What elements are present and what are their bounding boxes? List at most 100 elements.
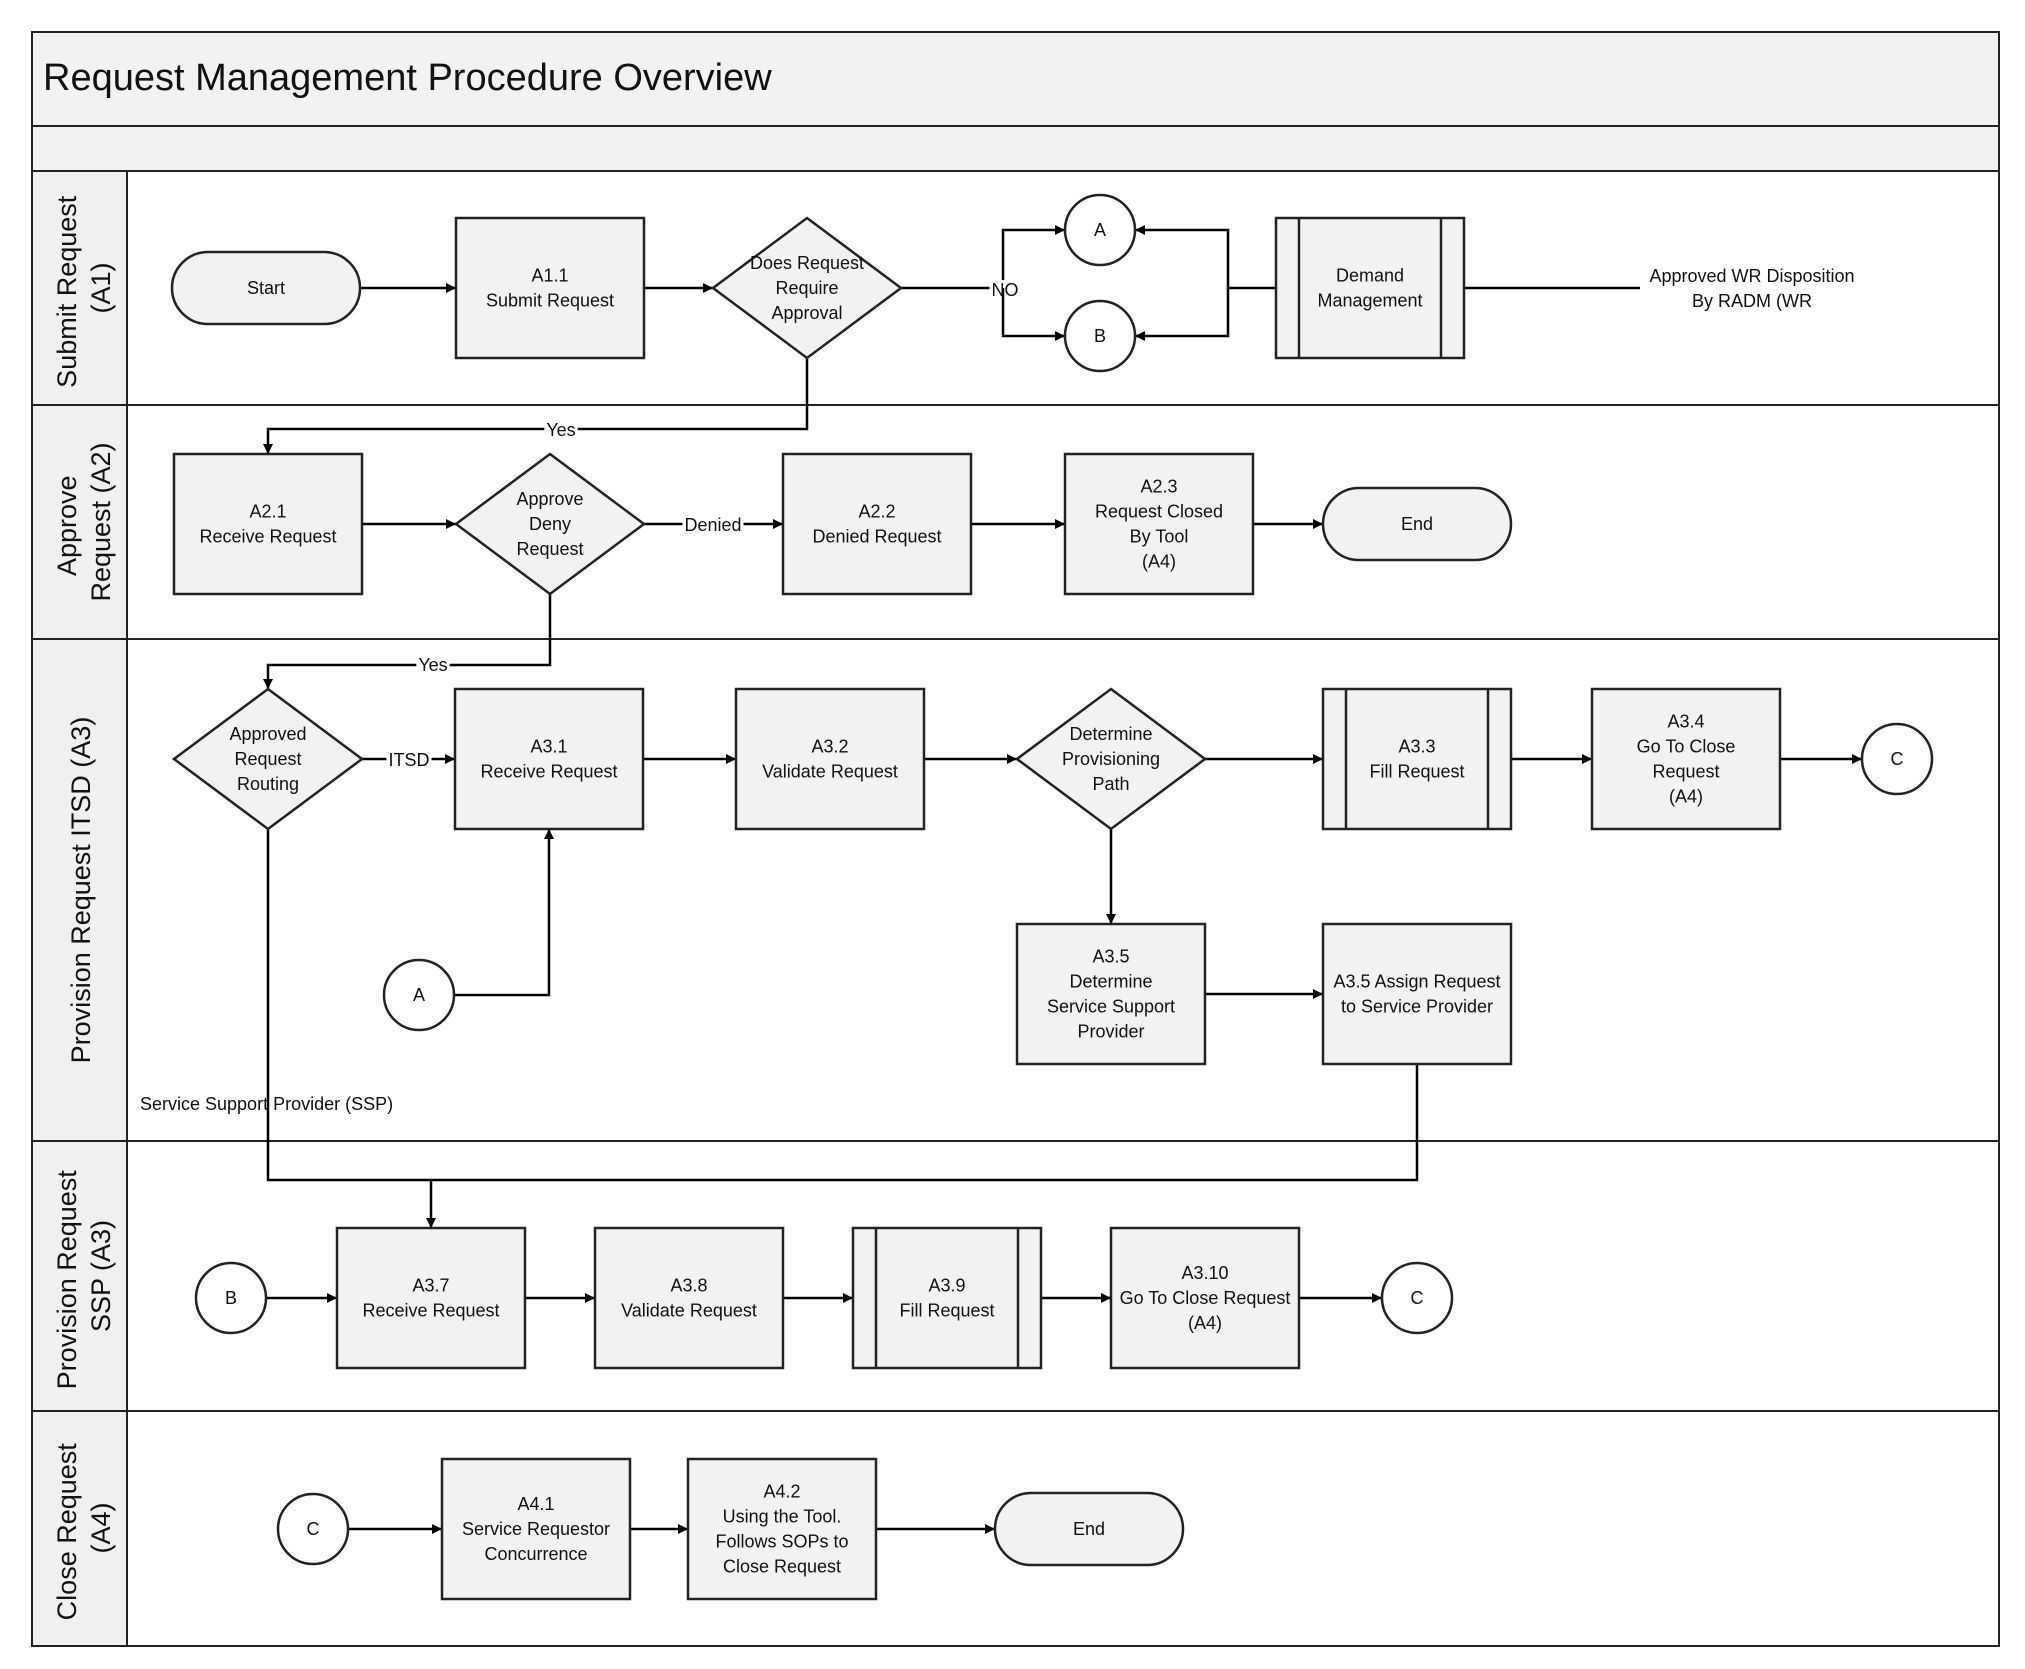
cB2-label: B xyxy=(225,1288,237,1308)
a11-box xyxy=(454,216,646,360)
a37-label-line: Receive Request xyxy=(362,1301,499,1321)
edge-label-bg-e3 xyxy=(989,280,1021,300)
a35d-label-line: Determine xyxy=(1069,972,1152,992)
a35a-label-line: to Service Provider xyxy=(1341,997,1493,1017)
title-band xyxy=(31,31,2000,127)
lane-label-a3-ssp: Provision Request SSP (A3) xyxy=(52,1163,116,1390)
edge-label-e9: Denied xyxy=(684,515,741,535)
cC2-circle xyxy=(1380,1261,1454,1335)
cA2-label: A xyxy=(413,985,425,1005)
a34-label-line: A3.4 xyxy=(1667,712,1704,732)
a310-label-line: A3.10 xyxy=(1181,1263,1228,1283)
cB1-label: B xyxy=(1094,326,1106,346)
a33-box xyxy=(1321,687,1513,831)
a23-label-line: (A4) xyxy=(1142,552,1176,572)
cC2-label: C xyxy=(1411,1288,1424,1308)
d2-label-line: Deny xyxy=(529,514,571,534)
d2-label-line: Approve xyxy=(516,489,583,509)
end2-pill xyxy=(993,1491,1185,1567)
a11-label-line: Submit Request xyxy=(486,291,614,311)
node-start: Start xyxy=(170,250,362,326)
a34-box xyxy=(1590,687,1782,831)
annotation-radm-line: By RADM (WR xyxy=(1692,291,1812,311)
a310-box xyxy=(1109,1226,1301,1370)
a35d-label-line: Service Support xyxy=(1047,997,1175,1017)
cB2-label-line: B xyxy=(225,1288,237,1308)
a32-box xyxy=(734,687,926,831)
a22-label-line: A2.2 xyxy=(858,502,895,522)
d3-diamond xyxy=(171,687,365,831)
a42-label-line: A4.2 xyxy=(763,1482,800,1502)
d4-label-line: Provisioning xyxy=(1062,749,1160,769)
node-cC1: C xyxy=(1860,722,1934,796)
edge-label-e12: Yes xyxy=(418,655,447,675)
lane-header-a4 xyxy=(31,1410,128,1647)
a32-label-line: Validate Request xyxy=(762,762,898,782)
cA1-circle xyxy=(1063,193,1137,267)
edge-label-bg-e13 xyxy=(386,750,432,770)
d4-label-line: Determine xyxy=(1069,724,1152,744)
d1-label-line: Approval xyxy=(771,303,842,323)
a310-label-line: (A4) xyxy=(1188,1313,1222,1333)
end1-label: End xyxy=(1401,514,1433,534)
a310-label-line: Go To Close Request xyxy=(1120,1288,1291,1308)
a37-box xyxy=(335,1226,527,1370)
node-cA2: A xyxy=(382,958,456,1032)
cC3-label: C xyxy=(307,1519,320,1539)
cA1-label: A xyxy=(1094,220,1106,240)
a42-label-line: Using the Tool. xyxy=(723,1507,842,1527)
node-cC2: C xyxy=(1380,1261,1454,1335)
cC1-label-line: C xyxy=(1891,749,1904,769)
subtitle-band xyxy=(31,125,2000,172)
lane-label-a4: Close Request (A4) xyxy=(52,1436,116,1621)
d4-diamond xyxy=(1014,687,1208,831)
edge-label-bg-e9 xyxy=(682,515,744,535)
edge-a35a-to-a37 xyxy=(431,1064,1419,1182)
a21-box xyxy=(172,452,364,596)
edge-d1-to-a21 xyxy=(263,358,809,454)
node-cB2: B xyxy=(194,1261,268,1335)
d3-label-line: Request xyxy=(234,749,301,769)
a35a-label-line: A3.5 Assign Request xyxy=(1333,972,1500,992)
a39-box xyxy=(851,1226,1043,1370)
cC2-label-line: C xyxy=(1411,1288,1424,1308)
a41-label-line: Service Requestor xyxy=(462,1519,610,1539)
lane-label-a2: Approve Request (A2) xyxy=(52,442,116,601)
a41-box xyxy=(440,1457,632,1601)
a38-label-line: Validate Request xyxy=(621,1301,757,1321)
a34-label-line: (A4) xyxy=(1669,787,1703,807)
edge-d3-to-a37 xyxy=(266,829,436,1228)
edge-d1-to-cA1 xyxy=(901,225,1065,290)
edge-label-e13: ITSD xyxy=(388,750,429,770)
a38-label-line: A3.8 xyxy=(670,1276,707,1296)
d2-label-line: Request xyxy=(516,539,583,559)
d2-diamond xyxy=(453,452,647,596)
node-a310: A3.10 Go To Close Request (A4) xyxy=(1109,1226,1301,1370)
node-end1: End xyxy=(1321,486,1513,562)
annotation-ssp: Service Support Provider (SSP) xyxy=(140,1094,393,1114)
edge-demand-to-cA1 xyxy=(1135,225,1276,290)
node-cC3: C xyxy=(276,1492,350,1566)
start-label: Start xyxy=(247,278,285,298)
node-a35a: A3.5 Assign Request to Service Provider xyxy=(1321,922,1513,1066)
a35d-label-line: A3.5 xyxy=(1092,947,1129,967)
a39-label-line: Fill Request xyxy=(899,1301,994,1321)
